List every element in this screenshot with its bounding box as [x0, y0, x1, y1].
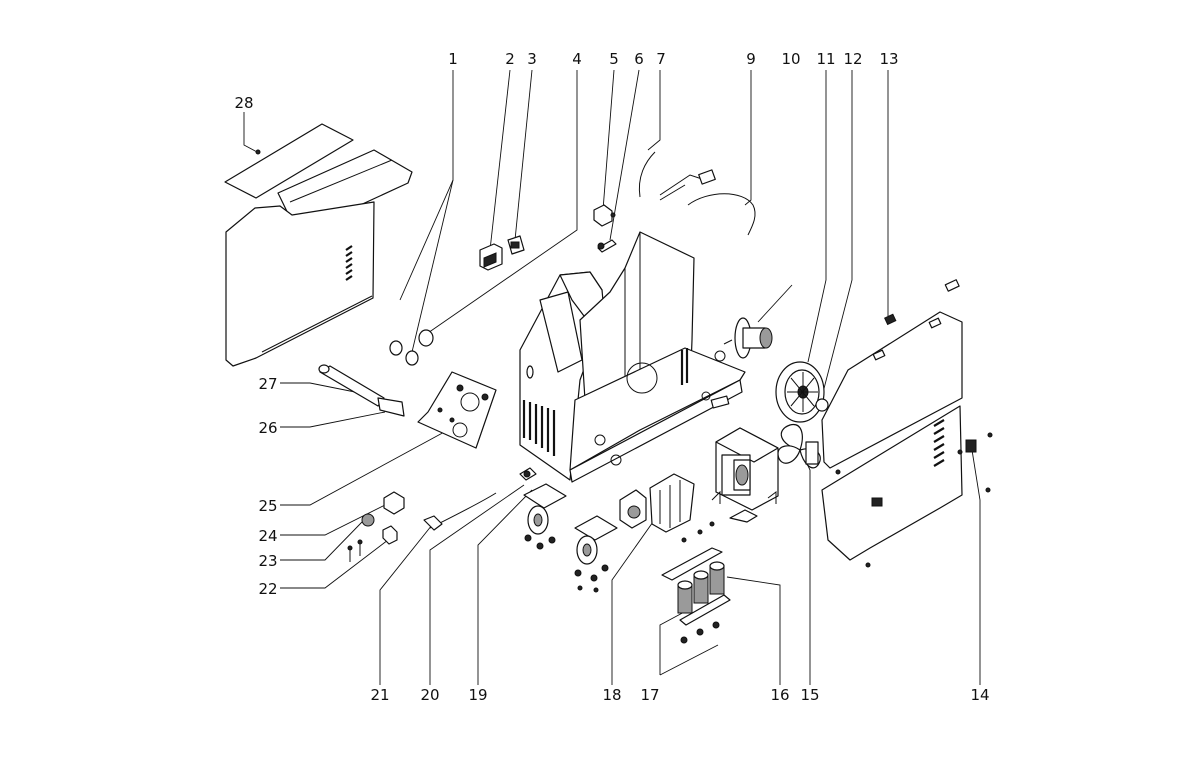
main-chassis [519, 231, 746, 483]
side-panel-vents [345, 245, 353, 281]
latch-14 [957, 432, 993, 493]
callout-18: 18 [602, 686, 621, 704]
switches-2-3 [479, 235, 525, 271]
front-vent-grille [522, 348, 689, 456]
callout-24: 24 [258, 527, 277, 545]
callout-7: 7 [656, 50, 666, 68]
callout-13: 13 [879, 50, 898, 68]
control-panel-25 [417, 371, 497, 449]
right-panel-vents [933, 419, 945, 467]
callout-15: 15 [800, 686, 819, 704]
callout-2: 2 [505, 50, 515, 68]
callout-9: 9 [746, 50, 756, 68]
callout-23: 23 [258, 552, 277, 570]
callout-21: 21 [370, 686, 389, 704]
knobs-1-4 [389, 329, 434, 366]
cooling-fan-15 [777, 424, 821, 469]
callout-14: 14 [970, 686, 989, 704]
callout-27: 27 [258, 375, 277, 393]
rectifier-18 [619, 473, 695, 533]
callout-10: 10 [781, 50, 800, 68]
top-cover-28 [224, 123, 413, 367]
callout-11: 11 [816, 50, 835, 68]
callout-4: 4 [572, 50, 582, 68]
small-parts-20-24 [347, 467, 537, 562]
callout-19: 19 [468, 686, 487, 704]
capacitors-17 [661, 521, 731, 644]
callout-labels: 1 2 3 4 5 6 7 9 10 11 12 13 14 15 16 17 … [234, 50, 989, 704]
castors-19 [523, 483, 618, 593]
wire-spool-11 [775, 361, 829, 423]
leader-lines [243, 69, 981, 685]
callout-26: 26 [258, 419, 277, 437]
callout-17: 17 [640, 686, 659, 704]
callout-3: 3 [527, 50, 537, 68]
spool-holder-10 [723, 317, 773, 359]
callout-22: 22 [258, 580, 277, 598]
callout-5: 5 [609, 50, 619, 68]
callout-25: 25 [258, 497, 277, 515]
callout-28: 28 [234, 94, 253, 112]
callout-16: 16 [770, 686, 789, 704]
callout-20: 20 [420, 686, 439, 704]
callout-12: 12 [843, 50, 862, 68]
cables-fittings-5-9 [593, 151, 756, 253]
transformer-16 [711, 427, 779, 523]
callout-6: 6 [634, 50, 644, 68]
torch-26-27 [318, 364, 405, 417]
callout-1: 1 [448, 50, 458, 68]
right-side-panel-13 [821, 279, 963, 568]
